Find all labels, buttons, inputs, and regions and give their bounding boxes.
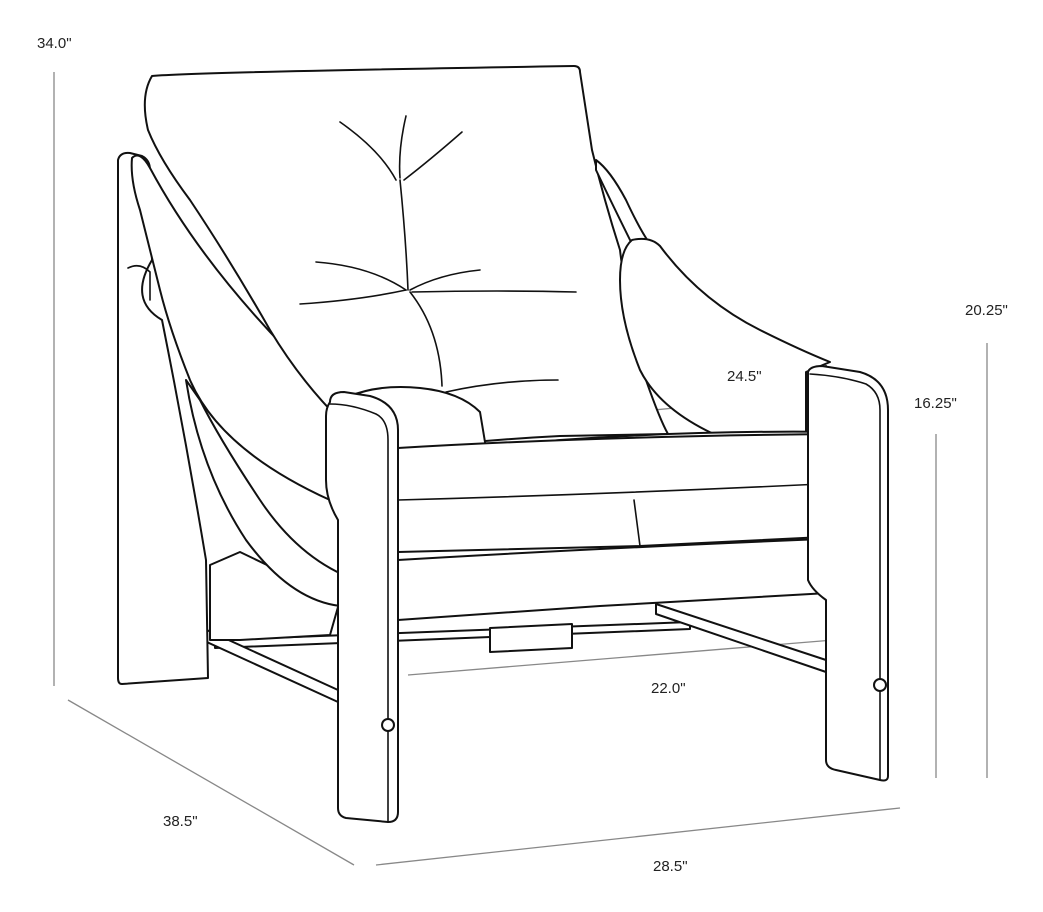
right-front-arm-edge [809,373,881,781]
dimension-lines [53,72,988,866]
left-sling [130,154,331,501]
back-cushion-tufting [299,115,577,393]
tuft-line [409,291,443,387]
seat-cushion-seam [397,481,863,501]
seat-cushion-split [633,499,641,547]
left-front-arm-edge [329,403,389,823]
seat-height-label: 16.25" [914,395,957,412]
depth-line [67,699,355,866]
center-support-block [489,623,573,653]
width-line [375,807,901,866]
tuft-line [399,179,409,291]
seat-width-label: 22.0" [651,680,686,697]
rear-frame-panel [209,551,341,641]
left-front-bolt-icon [381,718,395,732]
tuft-line [411,290,577,293]
tuft-line [339,121,397,181]
left-front-arm [325,391,399,823]
tuft-line [409,269,481,291]
tuft-line [398,115,407,179]
tuft-line [445,379,559,393]
left-frame-inner-edge [127,264,151,301]
width-label: 28.5" [653,858,688,875]
overall-height-label: 34.0" [37,35,72,52]
right-front-arm [807,365,889,782]
right-side-stretcher [655,603,827,673]
tuft-line [315,261,407,291]
right-sling [619,237,831,441]
arm-height-label: 20.25" [965,302,1008,319]
tuft-line [299,289,407,305]
seat-width-line [407,637,859,676]
tuft-line [403,131,463,181]
seat-depth-label: 24.5" [727,368,762,385]
right-front-bolt-icon [873,678,887,692]
depth-label: 38.5" [163,813,198,830]
